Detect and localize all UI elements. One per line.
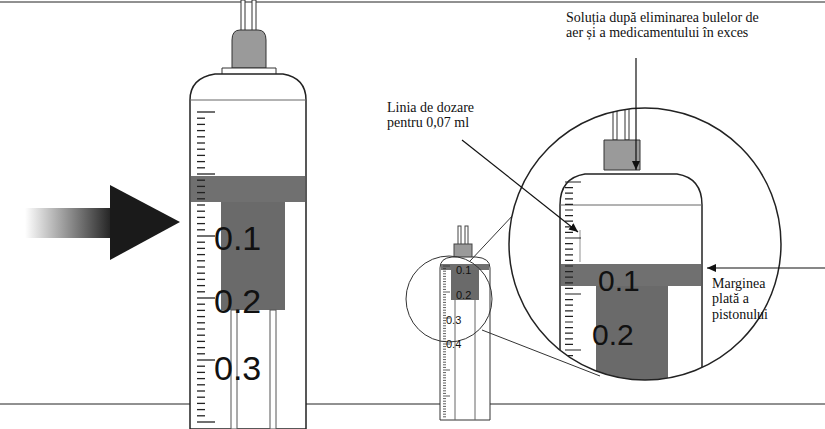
scale-number: 0.3	[446, 314, 461, 326]
callout-text: Marginea plată a pistonului	[712, 276, 782, 322]
callout-text: Linia de dozare pentru 0,07 ml	[387, 100, 505, 131]
scale-number: 0.1	[456, 264, 471, 276]
scale-number: 0.2	[214, 283, 261, 320]
scale-number: 0.2	[456, 289, 471, 301]
magnified-syringe	[509, 100, 781, 406]
left-syringe	[190, 0, 306, 429]
scale-number: 0.2	[592, 318, 634, 351]
callout-text: Soluția după eliminarea bulelor de aer ș…	[566, 10, 766, 41]
scale-number: 0.4	[446, 338, 461, 350]
scale-number: 0.3	[214, 350, 261, 387]
scale-number: 0.1	[598, 264, 640, 297]
scale-number: 0.1	[214, 220, 261, 257]
